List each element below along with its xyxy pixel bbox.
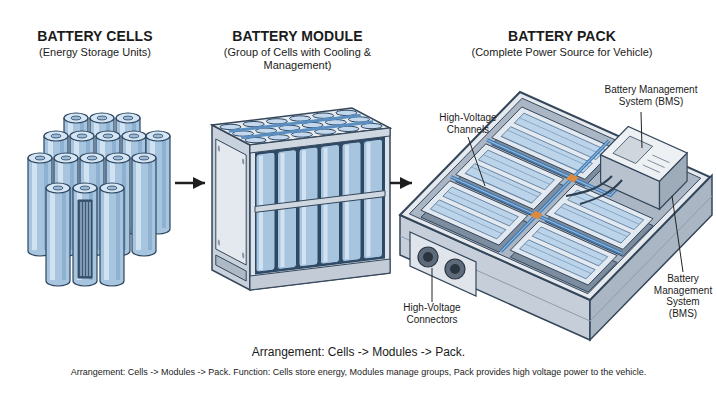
cell-cluster xyxy=(132,153,156,256)
pack-tray xyxy=(409,98,700,294)
bms-box xyxy=(601,127,688,182)
leader-line xyxy=(641,112,642,148)
caption: Arrangement: Cells -> Modules -> Pack. F… xyxy=(4,367,713,378)
bms-box xyxy=(601,127,688,182)
cell-cluster xyxy=(46,183,70,286)
cell-cluster xyxy=(28,113,170,286)
connector-panel xyxy=(445,259,465,279)
module-side-plate xyxy=(216,255,246,281)
callout-label: Battery Management System (BMS) xyxy=(592,84,710,107)
module-front xyxy=(250,128,390,290)
bms-box xyxy=(643,155,670,172)
module-front xyxy=(255,137,385,275)
cell-cluster xyxy=(100,183,124,286)
stage-group: BATTERY CELLS (Energy Storage Units) xyxy=(15,28,175,308)
module-base xyxy=(421,114,689,292)
module-front xyxy=(250,259,390,290)
callout-label: High-Voltage Channels xyxy=(425,112,511,135)
cell-highlight xyxy=(345,145,349,259)
stage-subtitle: (Group of Cells with Cooling & Managemen… xyxy=(223,46,373,72)
pack-tray xyxy=(400,92,710,300)
pack-module xyxy=(514,113,605,159)
cell-highlight xyxy=(302,150,306,264)
bms-box xyxy=(580,180,622,204)
stage-heading: BATTERY MODULE xyxy=(205,28,390,44)
pack-tray xyxy=(400,92,710,300)
arrangement-note: Arrangement: Cells -> Modules -> Pack. xyxy=(100,345,617,359)
cell-highlight xyxy=(324,148,328,262)
junction xyxy=(530,211,542,219)
bms-box xyxy=(613,136,653,163)
hv-channel xyxy=(416,102,695,289)
bms-box xyxy=(566,127,687,210)
connector-panel xyxy=(423,252,433,262)
stage-group: BATTERY MODULE (Group of Cells with Cooli… xyxy=(205,28,390,298)
stage-group: BATTERY PACK (Complete Power Source for V… xyxy=(412,28,712,343)
callout-label: Battery Management System (BMS) xyxy=(652,273,714,319)
module-front xyxy=(250,128,390,153)
module-side-plate xyxy=(242,158,244,165)
module-side-plate xyxy=(212,125,250,290)
junction xyxy=(566,174,578,182)
hv-channel xyxy=(416,102,695,289)
callout-label: High-Voltage Connectors xyxy=(392,302,472,325)
pack-module xyxy=(416,102,695,289)
module-illustration xyxy=(212,108,390,290)
module-side-plate xyxy=(212,125,250,290)
bms-box xyxy=(601,127,688,182)
stage-subtitle: (Complete Power Source for Vehicle) xyxy=(422,46,702,59)
cell-cutaway xyxy=(78,200,92,278)
module-side-plate xyxy=(218,239,220,246)
leader-line xyxy=(468,137,485,186)
pack-module xyxy=(478,150,554,190)
connector-panel xyxy=(450,264,460,274)
connector-panel xyxy=(418,247,438,267)
leader-line xyxy=(432,112,683,302)
flow-arrow xyxy=(390,182,412,185)
module-front xyxy=(250,128,390,290)
cell-cutaway xyxy=(81,202,90,276)
cell-highlight xyxy=(281,153,285,267)
module-side-plate xyxy=(242,252,244,259)
flow-arrow xyxy=(175,182,205,185)
pack-module xyxy=(532,227,608,266)
module-front xyxy=(255,191,385,213)
module-base xyxy=(421,114,689,292)
stage-subtitle: (Energy Storage Units) xyxy=(15,46,175,59)
module-side-plate xyxy=(216,139,246,265)
cell-cutaway xyxy=(78,200,92,278)
cell-highlight xyxy=(367,142,371,256)
pack-module xyxy=(443,187,519,226)
cell-highlight xyxy=(259,155,263,269)
module-side-plate xyxy=(218,145,220,152)
leader-line xyxy=(432,268,433,302)
leader-line xyxy=(672,196,683,272)
stage-heading: BATTERY PACK xyxy=(412,28,712,44)
cell-cluster xyxy=(73,183,97,286)
stage-heading: BATTERY CELLS xyxy=(15,28,175,44)
